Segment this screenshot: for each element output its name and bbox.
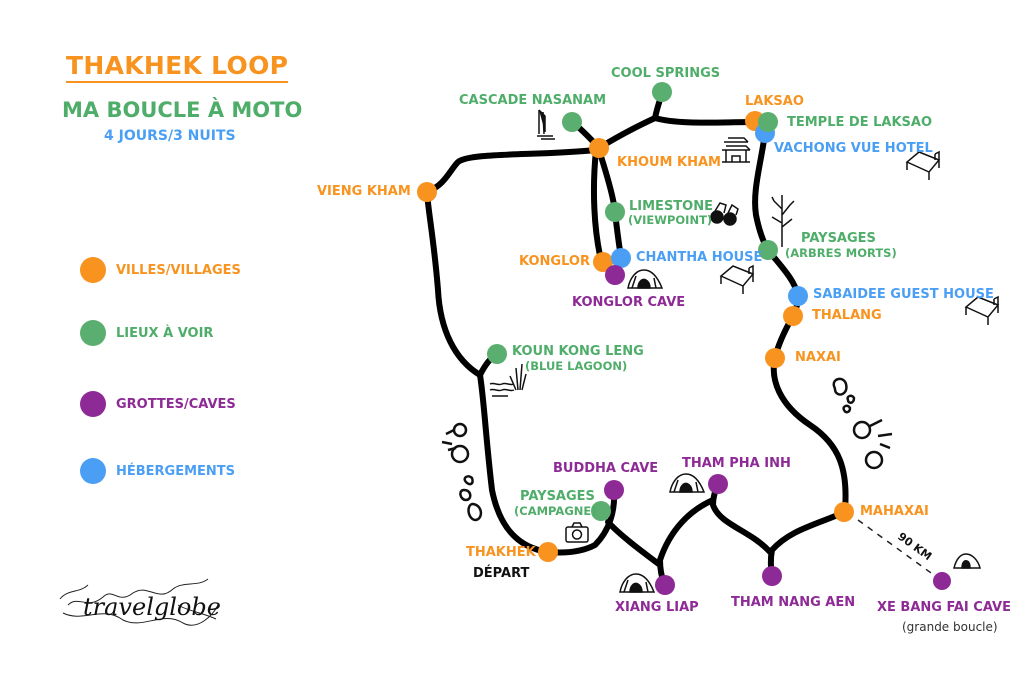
label-tham-pha-inh: THAM PHA INH [682, 456, 791, 471]
cave-icon [627, 269, 664, 289]
route-segment [710, 482, 773, 555]
route-segment [652, 115, 758, 126]
dashed-route-90km [857, 519, 939, 579]
bed-icon [905, 150, 941, 180]
label-vachong-vue: VACHONG VUE HOTEL [774, 141, 933, 156]
trip-duration: 4 JOURS/3 NUITS [104, 128, 236, 144]
label-xiang-liap: XIANG LIAP [615, 600, 699, 615]
purple-dot-icon [80, 391, 106, 417]
route-segment [767, 509, 848, 578]
label-paysages-campagne-sub: (CAMPAGNE) [514, 504, 597, 518]
marker-tham-nang-aen [762, 566, 782, 586]
label-mahaxai: MAHAXAI [860, 504, 929, 519]
label-limestone-sub: (VIEWPOINT) [628, 213, 713, 227]
route-segment [545, 489, 618, 556]
label-paysages-arbres-sub: (ARBRES MORTS) [785, 246, 897, 260]
label-depart: DÉPART [473, 566, 530, 581]
dead-tree-icon [771, 195, 795, 247]
blue-dot-icon [80, 458, 106, 484]
cave-icon [619, 573, 656, 593]
legend-item-hebergements: HÉBERGEMENTS [80, 457, 235, 485]
bed-icon [719, 264, 755, 294]
legend-item-villes: VILLES/VILLAGES [80, 256, 241, 284]
route-segment [657, 497, 716, 587]
marker-tham-pha-inh [708, 474, 728, 494]
legend-label: HÉBERGEMENTS [116, 463, 236, 479]
waterfall-icon [537, 109, 555, 140]
label-cool-springs: COOL SPRINGS [611, 66, 721, 81]
label-limestone: LIMESTONE [629, 199, 713, 214]
label-vieng-kham: VIENG KHAM [317, 184, 411, 199]
travelglobe-logo: travelglobe [59, 578, 221, 626]
marker-limestone [605, 202, 625, 222]
marker-koun-kong-leng [487, 344, 507, 364]
cave-icon [669, 473, 706, 493]
label-chantha-house: CHANTHA HOUSE [636, 250, 763, 265]
route-segment [424, 147, 598, 195]
marker-naxai [765, 348, 785, 368]
marker-cool-springs [652, 82, 672, 102]
bed-icon [964, 295, 1000, 325]
marker-cascade-nasanam [562, 112, 582, 132]
label-paysages-campagne: PAYSAGES [520, 489, 595, 504]
binoculars-icon [710, 202, 739, 226]
label-xe-bang-fai: XE BANG FAI CAVE [877, 600, 1011, 615]
route-segment [752, 129, 771, 253]
marker-xiang-liap [655, 575, 675, 595]
marker-mahaxai [834, 502, 854, 522]
marker-buddha-cave [604, 480, 624, 500]
cave-icon [953, 553, 981, 569]
label-koun-kong-leng-sub: (BLUE LAGOON) [525, 359, 628, 373]
legend-label: VILLES/VILLAGES [116, 262, 241, 278]
marker-paysages-arbres [758, 240, 778, 260]
label-thakhek: THAKHEK [466, 545, 536, 560]
marker-paysages-campagne [591, 501, 611, 521]
label-buddha-cave: BUDDHA CAVE [553, 461, 659, 476]
map-title: THAKHEK LOOP [66, 52, 289, 83]
markers [417, 82, 951, 595]
distance-label: 90 KM [895, 530, 934, 563]
label-xe-bang-fai-sub: (grande boucle) [902, 620, 998, 634]
brand-text: travelglobe [83, 593, 221, 621]
route-segment [477, 372, 551, 555]
label-laksao: LAKSAO [745, 94, 804, 109]
legend-label: LIEUX À VOIR [116, 325, 214, 341]
route-segment [605, 519, 663, 568]
marker-vieng-kham [417, 182, 437, 202]
label-khoum-kham: KHOUM KHAM [617, 155, 721, 170]
label-konglor-cave: KONGLOR CAVE [572, 295, 686, 310]
label-paysages-arbres: PAYSAGES [801, 231, 876, 246]
marker-thalang [783, 306, 803, 326]
map-subtitle: MA BOUCLE À MOTO [62, 98, 303, 122]
label-konglor: KONGLOR [519, 254, 590, 269]
label-tham-nang-aen: THAM NANG AEN [731, 595, 856, 610]
label-thalang: THALANG [812, 308, 882, 323]
green-dot-icon [80, 320, 106, 346]
lagoon-icon [489, 363, 527, 397]
motorbike-icon [832, 377, 893, 470]
route-segment [770, 355, 849, 513]
legend-label: GROTTES/CAVES [116, 396, 236, 412]
label-naxai: NAXAI [795, 350, 841, 365]
label-cascade-nasanam: CASCADE NASANAM [459, 93, 607, 108]
marker-temple-laksao [758, 112, 778, 132]
label-sabaidee: SABAIDEE GUEST HOUSE [813, 287, 994, 302]
camera-icon [565, 522, 589, 543]
label-koun-kong-leng: KOUN KONG LENG [512, 344, 644, 359]
marker-sabaidee [788, 286, 808, 306]
legend-item-lieux: LIEUX À VOIR [80, 319, 213, 347]
route-segment [424, 189, 483, 378]
legend-item-grottes: GROTTES/CAVES [80, 390, 236, 418]
marker-thakhek [538, 542, 558, 562]
orange-dot-icon [80, 257, 106, 283]
marker-konglor-cave [605, 265, 625, 285]
motorbike-icon [441, 422, 483, 522]
label-temple-laksao: TEMPLE DE LAKSAO [787, 115, 932, 130]
marker-xe-bang-fai [933, 572, 951, 590]
marker-khoum-kham [589, 138, 609, 158]
route-segment [590, 147, 604, 263]
marker-chantha-house [611, 248, 631, 268]
temple-icon [722, 137, 751, 163]
marker-konglor [593, 252, 613, 272]
